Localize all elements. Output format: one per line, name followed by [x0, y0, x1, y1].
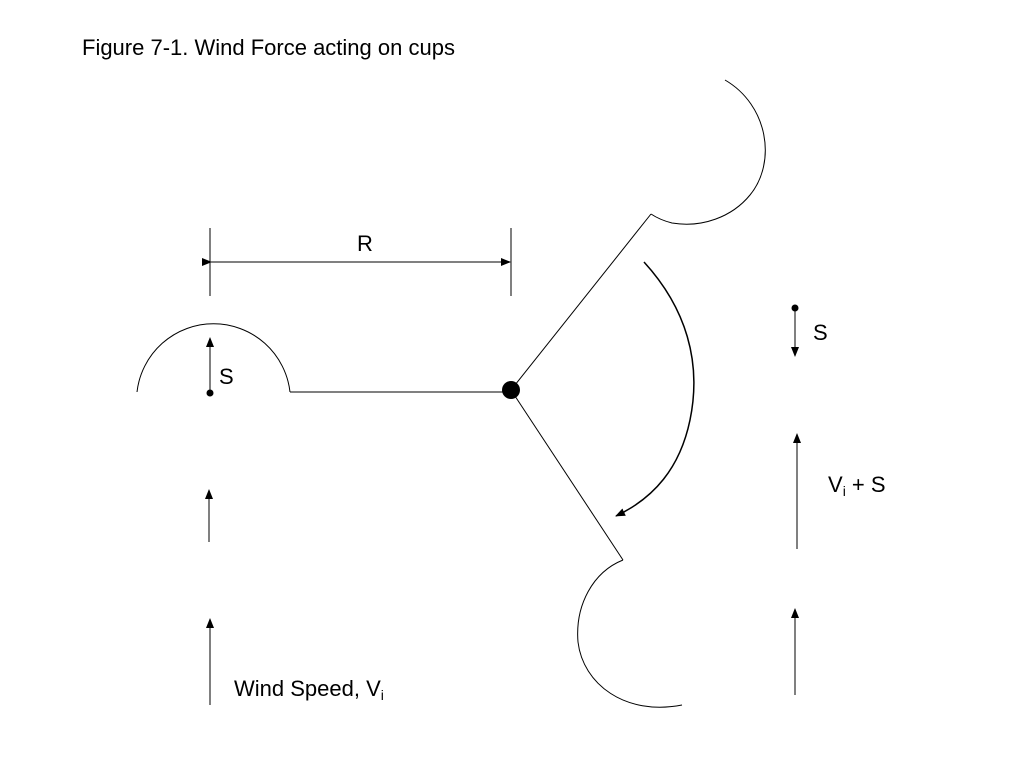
wind-speed-subscript: i: [380, 687, 384, 703]
figure-title: Figure 7-1. Wind Force acting on cups: [82, 35, 455, 60]
radius-label: R: [357, 231, 373, 256]
wind-speed-label: Wind Speed, Vi: [234, 676, 384, 702]
arm-upper-right: [510, 213, 652, 391]
rotation-arrow: [615, 261, 695, 517]
wind-speed-main: Wind Speed, V: [234, 676, 381, 701]
hub: [502, 381, 520, 399]
relative-speed-main: V: [828, 472, 843, 497]
relative-speed-subscript: i: [842, 483, 846, 499]
cup-upper-right: [650, 79, 766, 225]
cup-speed-label-left: S: [219, 364, 234, 389]
cup-speed-label-right: S: [813, 320, 828, 345]
relative-speed-tail: + S: [845, 472, 886, 497]
cup-lower-right: [577, 559, 683, 708]
relative-speed-label: Vi + S: [828, 472, 886, 498]
arm-lower-right: [510, 389, 624, 561]
cup-left: [136, 323, 291, 393]
